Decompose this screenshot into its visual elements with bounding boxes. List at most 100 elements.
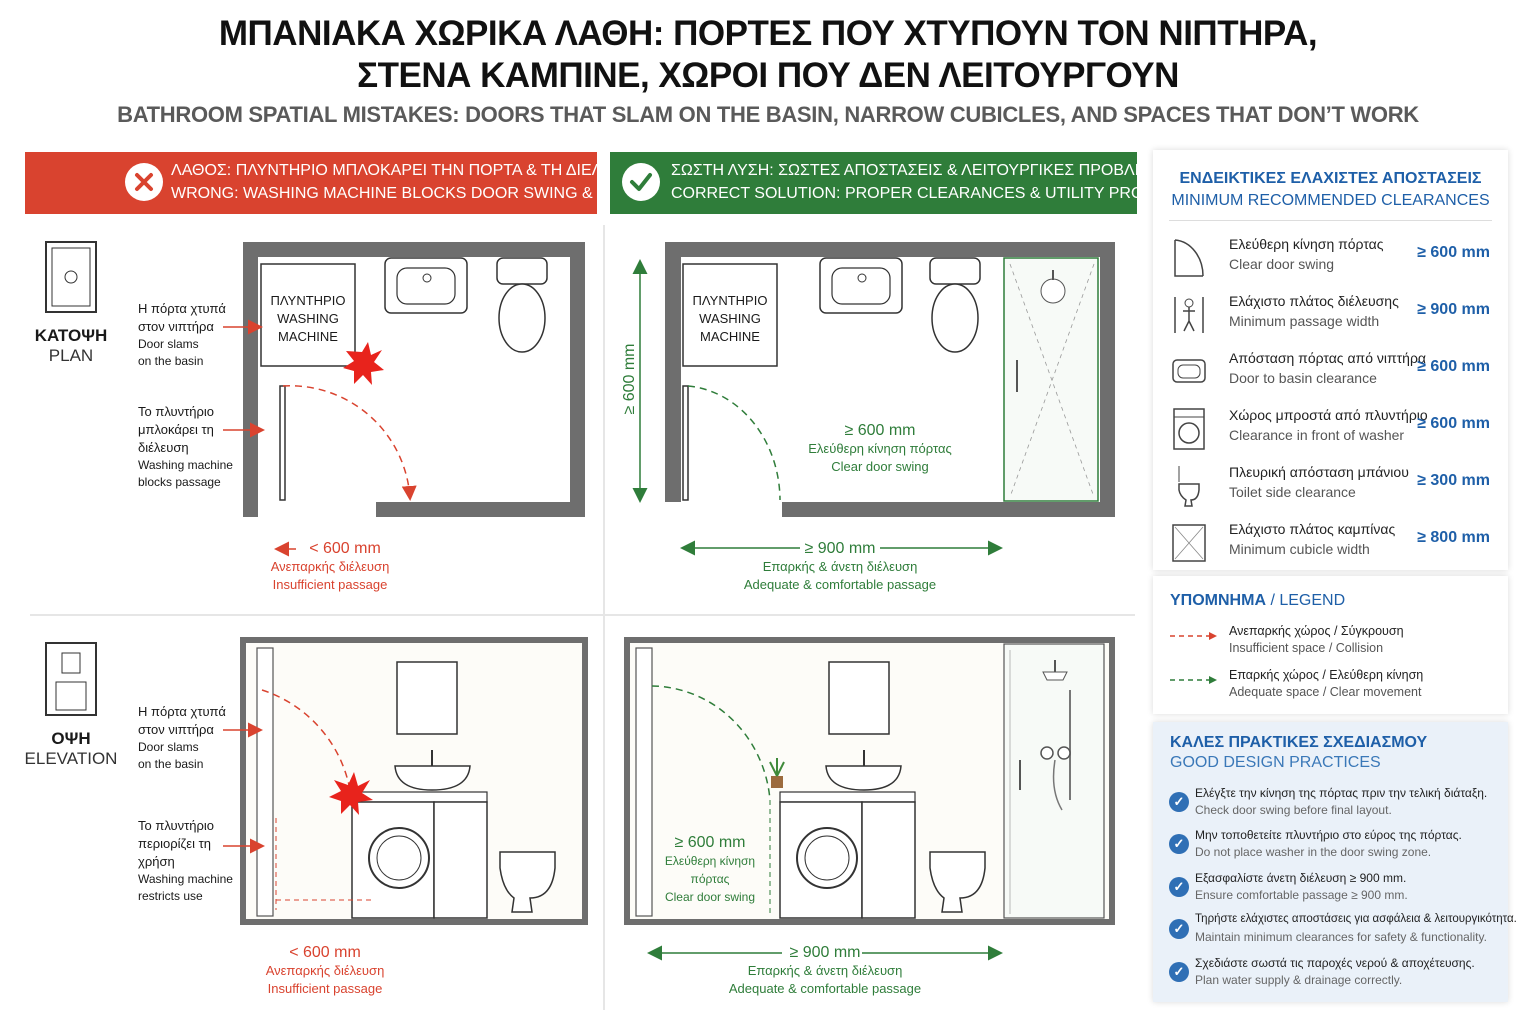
caption-en: Adequate & comfortable passage (728, 981, 922, 996)
legend-label-en: Adequate space / Clear movement (1229, 685, 1422, 699)
plan-wrong-drawing (223, 242, 585, 557)
plan-title-gr: ΚΑΤΟΨΗ (34, 326, 108, 345)
note-line: on the basin (138, 757, 204, 771)
clearance-value: ≥ 800 mm (1417, 529, 1490, 546)
practices-title-gr: ΚΑΛΕΣ ΠΡΑΚΤΙΚΕΣ ΣΧΕΔΙΑΣΜΟΥ (1170, 734, 1428, 751)
plan-correct-swing: ≥ 600 mm Ελεύθερη κίνηση πόρτας Clear do… (780, 422, 980, 476)
washer-label-en2: MACHINE (700, 329, 760, 344)
page-title-line2: ΣΤΕΝΑ ΚΑΜΠΙΝΕ, ΧΩΡΟΙ ΠΟΥ ΔΕΝ ΛΕΙΤΟΥΡΓΟΥΝ (357, 56, 1179, 95)
legend-title-en: LEGEND (1279, 592, 1346, 609)
legend-title: ΥΠΟΜΝΗΜΑ / LEGEND (1170, 592, 1345, 610)
note-line: on the basin (138, 354, 204, 368)
clearance-en: Toilet side clearance (1229, 484, 1356, 500)
note-line: Το πλυντήριο (138, 818, 215, 833)
caption-gr: Επαρκής & άνετη διέλευση (762, 559, 918, 574)
caption-value: < 600 mm (289, 944, 361, 961)
caption-en: Insufficient passage (267, 981, 383, 996)
wrong-banner: ΛΑΘΟΣ: ΠΛΥΝΤΗΡΙΟ ΜΠΛΟΚΑΡΕΙ ΤΗΝ ΠΟΡΤΑ & Τ… (25, 152, 672, 214)
note-line: χρήση (138, 854, 175, 869)
caption-gr: Ανεπαρκής διέλευση (265, 963, 385, 978)
legend-label-gr: Ανεπαρκής χώρος / Σύγκρουση (1229, 624, 1404, 638)
note-line: Door slams (138, 740, 199, 754)
shower-cubicle-icon (1171, 521, 1207, 565)
elevation-wrong-drawing (223, 637, 588, 925)
caption-en: Clear door swing (831, 459, 929, 474)
plan-correct-washer-label: ΠΛΥΝΤΗΡΙΟ WASHING MACHINE (683, 292, 777, 346)
elevation-slam-note: Η πόρτα χτυπά στον νιπτήρα Door slams on… (138, 703, 226, 773)
clearance-gr: Πλευρική απόσταση μπάνιου (1229, 464, 1409, 480)
practice-en: Plan water supply & drainage correctly. (1195, 973, 1403, 987)
washer-label-gr: ΠΛΥΝΤΗΡΙΟ (270, 293, 346, 308)
note-line: Washing machine (138, 872, 233, 886)
check-icon: ✓ (1169, 962, 1189, 982)
drawings-canvas (30, 225, 1135, 1010)
practice-en: Ensure comfortable passage ≥ 900 mm. (1195, 888, 1408, 902)
door-swing-icon (1171, 236, 1207, 280)
plan-block-note: Το πλυντήριο μπλοκάρει τη διέλευση Washi… (138, 403, 233, 491)
clearance-item: Ελάχιστο πλάτος καμπίνας Minimum cubicle… (1153, 521, 1508, 578)
clearance-value: ≥ 600 mm (1417, 244, 1490, 261)
clearance-en: Minimum passage width (1229, 313, 1380, 329)
clearance-en: Clearance in front of washer (1229, 427, 1405, 443)
practice-gr: Ελέγξτε την κίνηση της πόρτας πριν την τ… (1195, 786, 1488, 800)
clearance-item: Χώρος μπροστά από πλυντήριο Clearance in… (1153, 407, 1508, 464)
person-passage-icon (1171, 293, 1207, 337)
legend-panel: ΥΠΟΜΝΗΜΑ / LEGEND Ανεπαρκής χώρος / Σύγκ… (1153, 576, 1508, 714)
elevation-row-heading: ΟΨΗ ELEVATION (21, 729, 121, 769)
note-line: Η πόρτα χτυπά (138, 301, 226, 316)
clearance-en: Minimum cubicle width (1229, 541, 1370, 557)
plan-vertical-dimension: ≥ 600 mm (621, 343, 638, 415)
correct-banner-line1: ΣΩΣΤΗ ΛΥΣΗ: ΣΩΣΤΕΣ ΑΠΟΣΤΑΣΕΙΣ & ΛΕΙΤΟΥΡΓ… (671, 162, 1184, 179)
caption-en: Clear door swing (664, 890, 756, 904)
check-icon: ✓ (1169, 919, 1189, 939)
check-icon: ✓ (1169, 877, 1189, 897)
clearance-item: Ελεύθερη κίνηση πόρτας Clear door swing … (1153, 236, 1508, 293)
practice-item: ✓ Μην τοποθετείτε πλυντήριο στο εύρος τη… (1153, 828, 1508, 870)
practice-item: ✓ Τηρήστε ελάχιστες αποστάσεις για ασφάλ… (1153, 913, 1517, 955)
washer-label-en1: WASHING (699, 311, 761, 326)
caption-value: ≥ 600 mm (844, 422, 916, 439)
elevation-correct-drawing (624, 637, 1115, 961)
clearance-gr: Απόσταση πόρτας από νιπτήρα (1229, 350, 1427, 366)
plan-wrong-caption: < 600 mm Ανεπαρκής διέλευση Insufficient… (230, 540, 430, 594)
caption-value: ≥ 900 mm (804, 540, 876, 557)
x-icon (125, 163, 163, 201)
clearances-panel: ΕΝΔΕΙΚΤΙΚΕΣ ΕΛΑΧΙΣΤΕΣ ΑΠΟΣΤΑΣΕΙΣ MINIMUM… (1153, 150, 1508, 570)
note-line: μπλοκάρει τη (138, 422, 214, 437)
note-line: διέλευση (138, 440, 189, 455)
clearance-value: ≥ 300 mm (1417, 472, 1490, 489)
note-line: blocks passage (138, 475, 221, 489)
practices-panel: ΚΑΛΕΣ ΠΡΑΚΤΙΚΕΣ ΣΧΕΔΙΑΣΜΟΥ GOOD DESIGN P… (1153, 722, 1517, 1002)
clearances-title-gr: ΕΝΔΕΙΚΤΙΚΕΣ ΕΛΑΧΙΣΤΕΣ ΑΠΟΣΤΑΣΕΙΣ (1179, 170, 1482, 187)
plan-thumbnail-icon (45, 241, 97, 313)
caption-value: < 600 mm (309, 540, 381, 557)
elevation-wrong-caption: < 600 mm Ανεπαρκής διέλευση Insufficient… (225, 944, 425, 998)
clearance-gr: Ελάχιστο πλάτος καμπίνας (1229, 521, 1396, 537)
page-title-line1: ΜΠΑΝΙΑΚΑ ΧΩΡΙΚΑ ΛΑΘΗ: ΠΟΡΤΕΣ ΠΟΥ ΧΤΥΠΟΥΝ… (218, 14, 1318, 53)
plan-correct-drawing (632, 242, 1115, 556)
correct-banner: ΣΩΣΤΗ ΛΥΣΗ: ΣΩΣΤΕΣ ΑΠΟΣΤΑΣΕΙΣ & ΛΕΙΤΟΥΡΓ… (610, 152, 1208, 214)
plan-correct-caption: ≥ 900 mm Επαρκής & άνετη διέλευση Adequa… (720, 540, 960, 594)
clearance-item: Πλευρική απόσταση μπάνιου Toilet side cl… (1153, 464, 1508, 521)
clearance-value: ≥ 600 mm (1417, 358, 1490, 375)
elevation-restrict-note: Το πλυντήριο περιορίζει τη χρήση Washing… (138, 817, 233, 905)
plan-wrong-washer-label: ΠΛΥΝΤΗΡΙΟ WASHING MACHINE (261, 292, 355, 346)
note-line: Door slams (138, 337, 199, 351)
caption-value: ≥ 600 mm (674, 834, 746, 851)
check-icon: ✓ (1169, 792, 1189, 812)
legend-label-gr: Επαρκής χώρος / Ελεύθερη κίνηση (1229, 668, 1424, 682)
check-icon (622, 163, 660, 201)
caption-value: ≥ 900 mm (789, 944, 861, 961)
practices-title-en: GOOD DESIGN PRACTICES (1170, 754, 1381, 771)
caption-en: Insufficient passage (272, 577, 388, 592)
legend-item-insufficient: Ανεπαρκής χώρος / Σύγκρουση Insufficient… (1153, 624, 1508, 664)
practice-item: ✓ Σχεδιάστε σωστά τις παροχές νερού & απ… (1153, 956, 1508, 998)
caption-gr: Ελεύθερη κίνηση πόρτας (808, 441, 952, 456)
elevation-correct-swing: ≥ 600 mm Ελεύθερη κίνηση πόρτας Clear do… (645, 834, 775, 906)
note-line: Washing machine (138, 458, 233, 472)
practice-gr: Σχεδιάστε σωστά τις παροχές νερού & αποχ… (1195, 956, 1475, 970)
caption-en: Adequate & comfortable passage (743, 577, 937, 592)
basin-icon (1171, 350, 1207, 394)
washer-icon (1171, 407, 1207, 451)
correct-banner-line2: CORRECT SOLUTION: PROPER CLEARANCES & UT… (671, 185, 1209, 202)
